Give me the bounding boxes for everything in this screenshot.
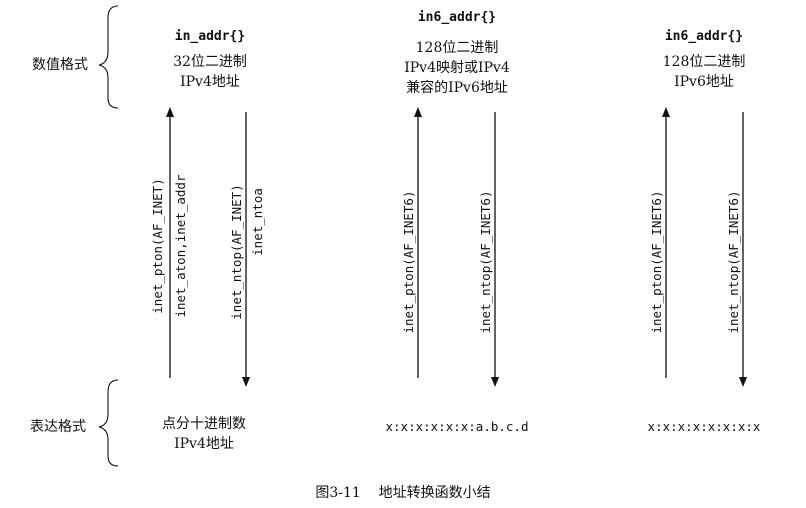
down-function-label: inet_ntop(AF_INET6): [726, 191, 741, 334]
up-function-label: inet_pton(AF_INET6): [649, 191, 664, 334]
presentation-format-label: 表达格式: [30, 419, 86, 435]
figure-caption: 图3-11 地址转换函数小结: [315, 484, 490, 501]
numeric-desc-line: IPv6地址: [674, 74, 734, 90]
numeric-format-label: 数值格式: [32, 57, 88, 73]
numeric-desc-line: IPv4映射或IPv4: [404, 60, 510, 76]
numeric-desc-line: 兼容的IPv6地址: [406, 79, 508, 96]
up-function-label: inet_pton(AF_INET): [150, 178, 165, 313]
presentation-format-brace: [98, 379, 119, 467]
numeric-desc-line: 32位二进制: [173, 54, 247, 70]
down-function-label: inet_ntop(AF_INET6): [478, 191, 493, 334]
numeric-desc-line: 128位二进制: [416, 40, 499, 56]
presentation-desc-line: 点分十进制数: [162, 416, 246, 432]
struct-name-in6-addr: in6_addr{}: [665, 29, 743, 44]
numeric-format-brace: [98, 5, 119, 109]
column-ipv4-mapped-ipv6: in6_addr{} 128位二进制 IPv4映射或IPv4 兼容的IPv6地址…: [386, 10, 529, 434]
struct-name-in6-addr: in6_addr{}: [418, 10, 496, 25]
up-function-label: inet_pton(AF_INET6): [401, 191, 416, 334]
down-function-label: inet_ntoa: [250, 188, 265, 256]
presentation-desc-line: IPv4地址: [174, 436, 234, 452]
presentation-desc-line: x:x:x:x:x:x:a.b.c.d: [386, 419, 529, 434]
down-function-label: inet_ntop(AF_INET): [229, 184, 244, 319]
column-ipv4: in_addr{} 32位二进制 IPv4地址 inet_pton(AF_INE…: [150, 29, 265, 452]
presentation-desc-line: x:x:x:x:x:x:x:x: [648, 419, 761, 434]
numeric-desc-line: 128位二进制: [663, 54, 746, 70]
column-ipv6: in6_addr{} 128位二进制 IPv6地址 inet_pton(AF_I…: [648, 29, 761, 434]
numeric-desc-line: IPv4地址: [180, 74, 240, 90]
struct-name-in-addr: in_addr{}: [175, 29, 245, 44]
up-function-label: inet_aton,inet_addr: [173, 174, 188, 317]
